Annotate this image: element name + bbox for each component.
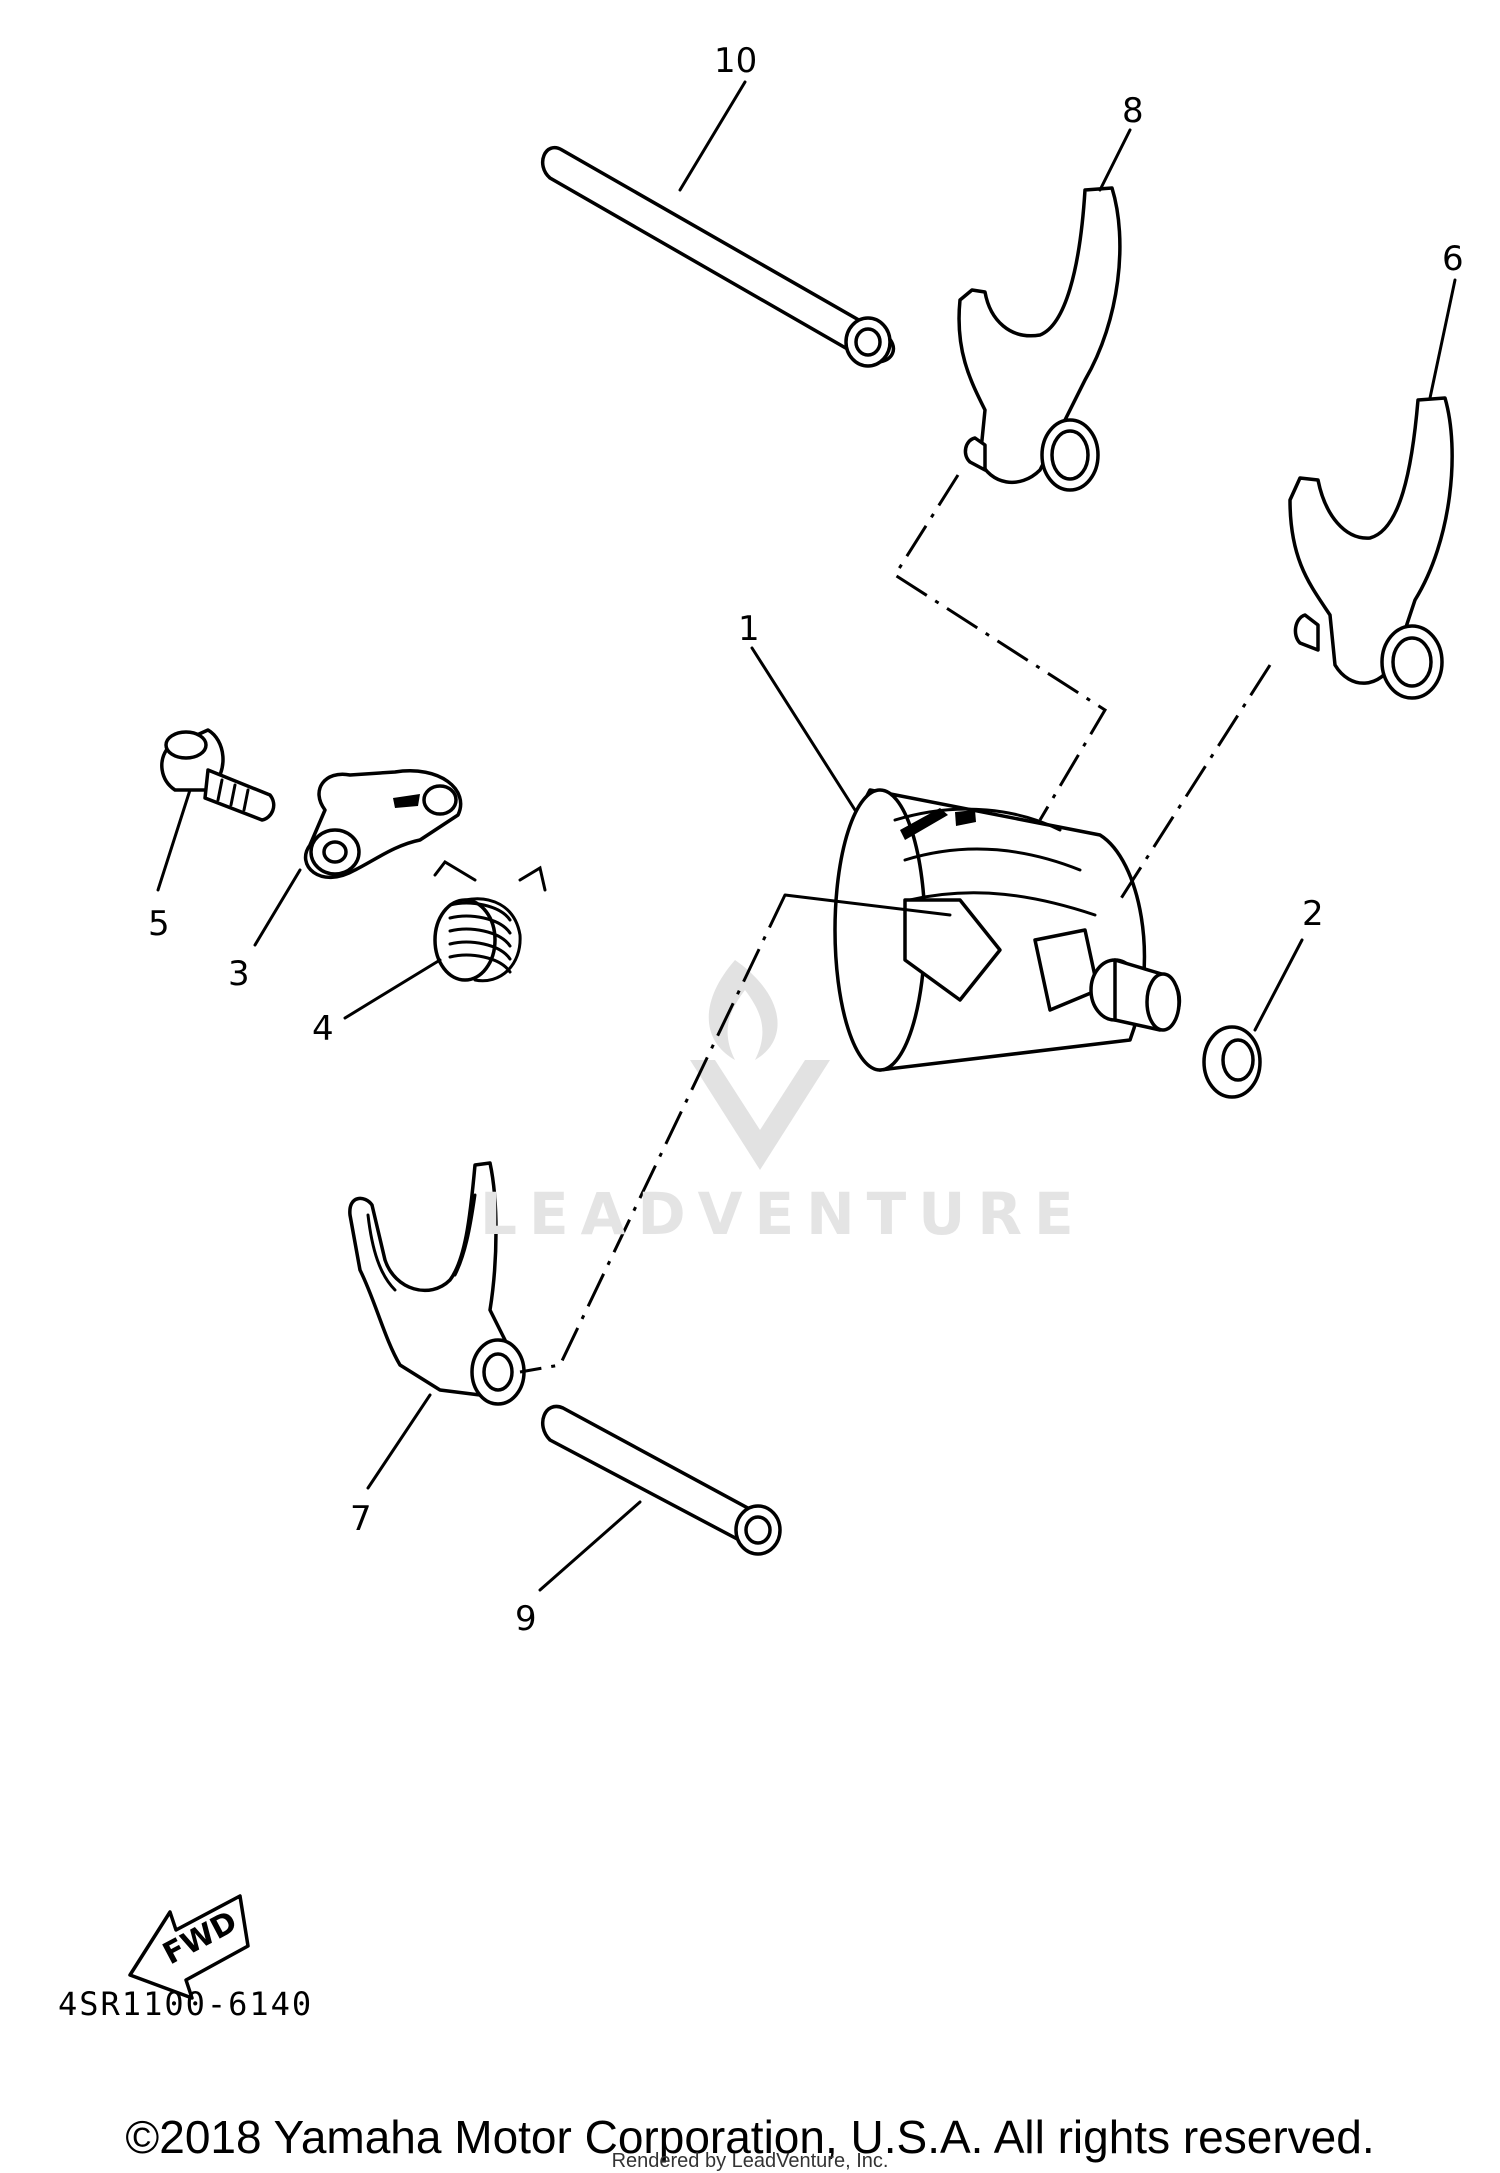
callout-8: 8 bbox=[1122, 91, 1144, 131]
callout-7: 7 bbox=[350, 1499, 372, 1539]
leadventure-watermark-logo bbox=[690, 960, 830, 1170]
part-6-shift-fork[interactable] bbox=[1288, 396, 1454, 700]
part-8-shift-fork[interactable] bbox=[957, 186, 1122, 492]
callout-5: 5 bbox=[148, 904, 170, 944]
rendered-by-notice: Rendered by LeadVenture, Inc. bbox=[611, 2150, 889, 2172]
part-9-shift-guide-bar-short[interactable] bbox=[540, 1404, 782, 1556]
watermark-text: LEADVENTURE bbox=[480, 1180, 1086, 1248]
callout-6: 6 bbox=[1442, 239, 1464, 279]
fwd-arrow-icon: FWD bbox=[128, 1894, 250, 2000]
part-2-washer[interactable] bbox=[1202, 1025, 1262, 1099]
part-7-shift-fork[interactable] bbox=[348, 1161, 526, 1406]
part-1-shift-drum[interactable] bbox=[833, 788, 1182, 1072]
callout-4: 4 bbox=[312, 1009, 334, 1049]
part-10-shift-guide-bar-long[interactable] bbox=[540, 146, 896, 368]
callouts: 1 2 3 4 5 6 7 8 9 10 bbox=[148, 41, 1464, 1639]
callout-10: 10 bbox=[714, 41, 757, 81]
callout-9: 9 bbox=[515, 1599, 537, 1639]
callout-2: 2 bbox=[1302, 894, 1324, 934]
assembly-lines bbox=[519, 474, 1272, 1374]
part-4-torsion-spring[interactable] bbox=[433, 860, 547, 983]
leader-lines bbox=[156, 80, 1457, 1592]
diagram-code: 4SR1100-6140 bbox=[58, 1985, 314, 2023]
part-5-bolt[interactable] bbox=[160, 728, 276, 822]
copyright-notice: ©2018 Yamaha Motor Corporation, U.S.A. A… bbox=[125, 2111, 1375, 2163]
part-3-stopper-lever[interactable] bbox=[303, 769, 463, 880]
callout-3: 3 bbox=[228, 954, 250, 994]
callout-1: 1 bbox=[738, 609, 760, 649]
